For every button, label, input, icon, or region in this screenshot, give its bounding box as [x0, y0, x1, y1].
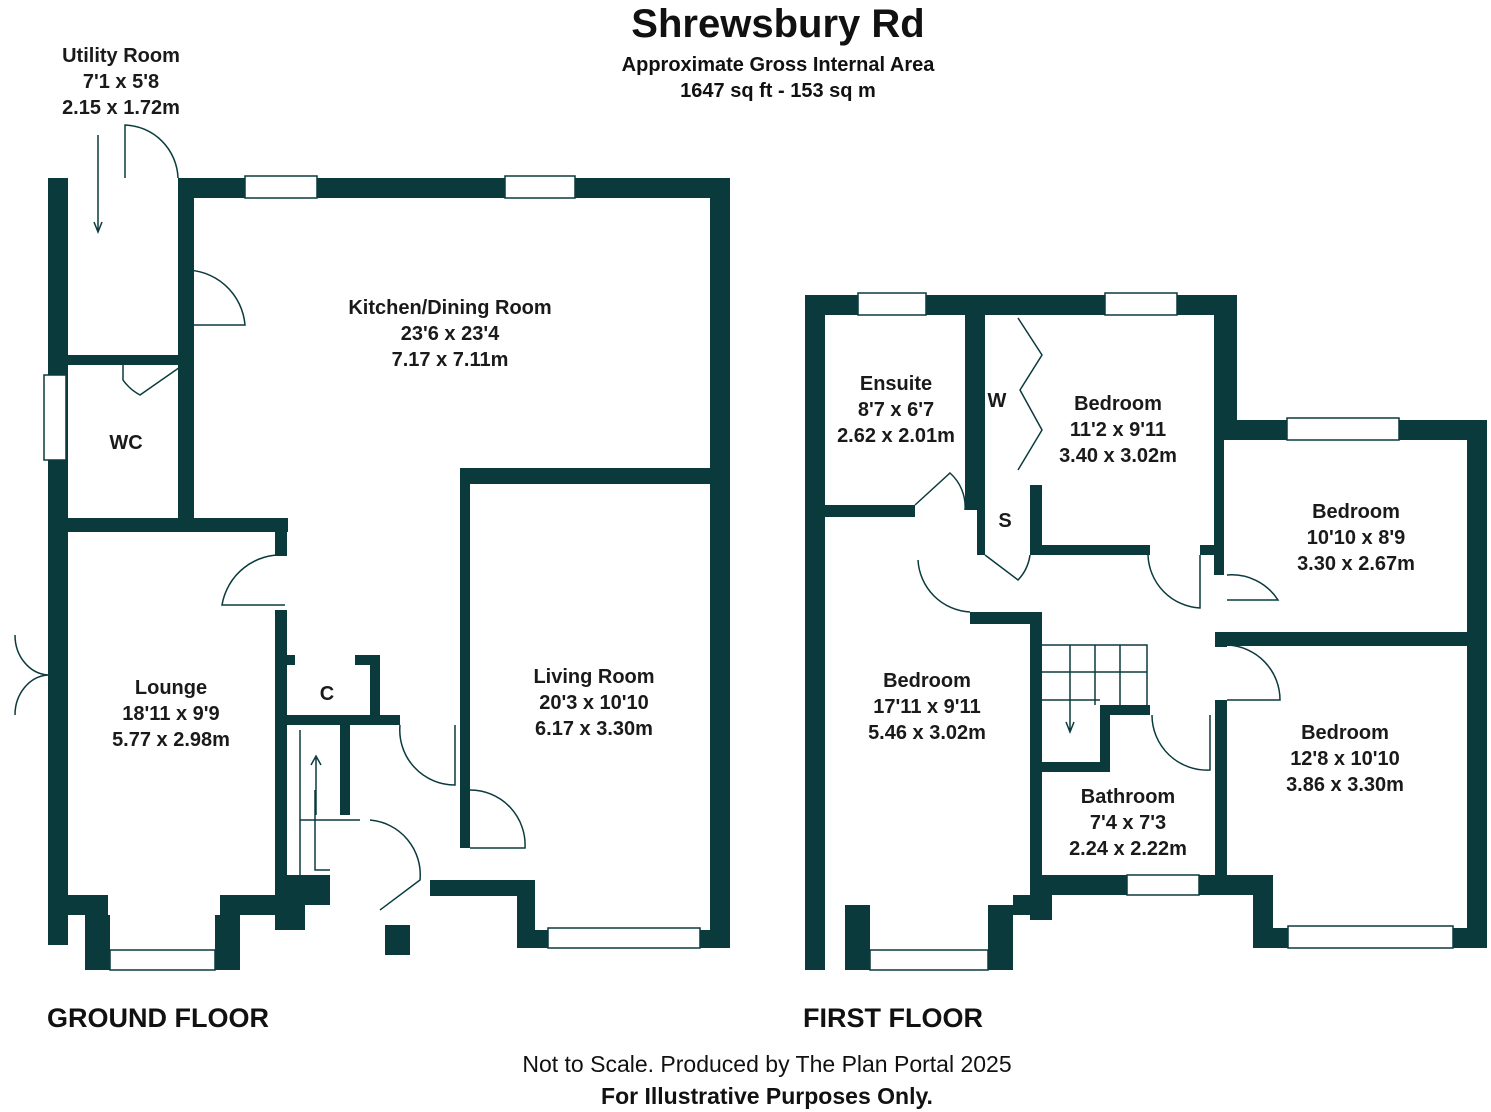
- footer-disclaimer: Not to Scale. Produced by The Plan Porta…: [522, 1051, 1012, 1077]
- room-label-wc: WC: [109, 432, 143, 454]
- ground-floor-doors: [14, 124, 526, 911]
- footer-illustrative: For Illustrative Purposes Only.: [601, 1083, 933, 1109]
- room-label-cupboard: C: [319, 683, 335, 705]
- footer: Not to Scale. Produced by The Plan Porta…: [522, 1048, 1011, 1112]
- area-summary: Approximate Gross Internal Area 1647 sq …: [622, 52, 935, 104]
- ground-floor-windows: [43, 175, 701, 971]
- first-floor-windows: [857, 292, 1454, 971]
- first-floor-label: FIRST FLOOR: [803, 1003, 983, 1033]
- ground-floor-label: GROUND FLOOR: [47, 1003, 269, 1033]
- room-label-storage: S: [998, 510, 1012, 532]
- subtitle: Approximate Gross Internal Area: [621, 54, 935, 76]
- room-label-wardrobe: W: [987, 390, 1007, 412]
- page-title: Shrewsbury Rd: [631, 2, 925, 46]
- first-floor-doors: [914, 317, 1281, 771]
- gross-area: 1647 sq ft - 153 sq m: [680, 80, 876, 102]
